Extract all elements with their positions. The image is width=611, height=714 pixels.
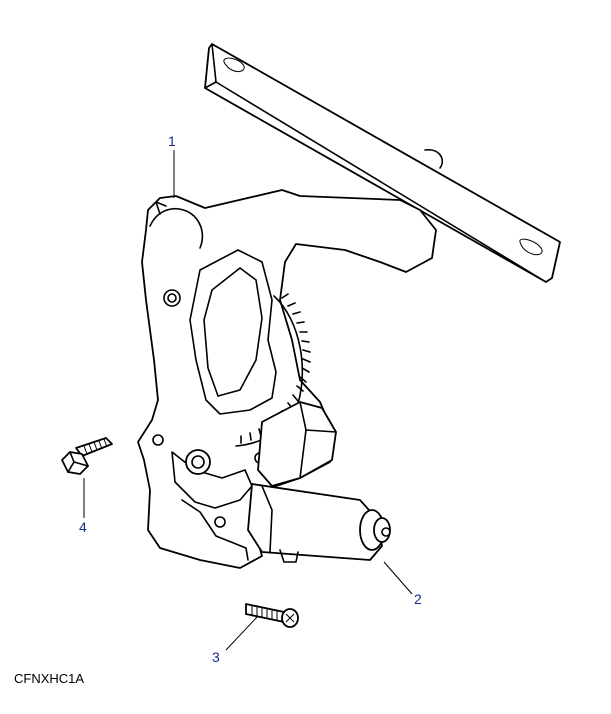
callout-1: 1 — [168, 133, 176, 149]
figure-code: CFNXHC1A — [14, 671, 85, 686]
callout-3: 3 — [212, 649, 220, 665]
gear-housing — [257, 401, 337, 487]
bolt — [61, 437, 113, 475]
callout-4: 4 — [79, 519, 87, 535]
callout-2-leader — [383, 561, 413, 595]
callout-3-leader — [225, 615, 259, 651]
window-motor — [247, 483, 391, 563]
screw — [245, 603, 299, 628]
callout-2: 2 — [414, 591, 422, 607]
mounting-bracket-bar — [204, 43, 561, 283]
